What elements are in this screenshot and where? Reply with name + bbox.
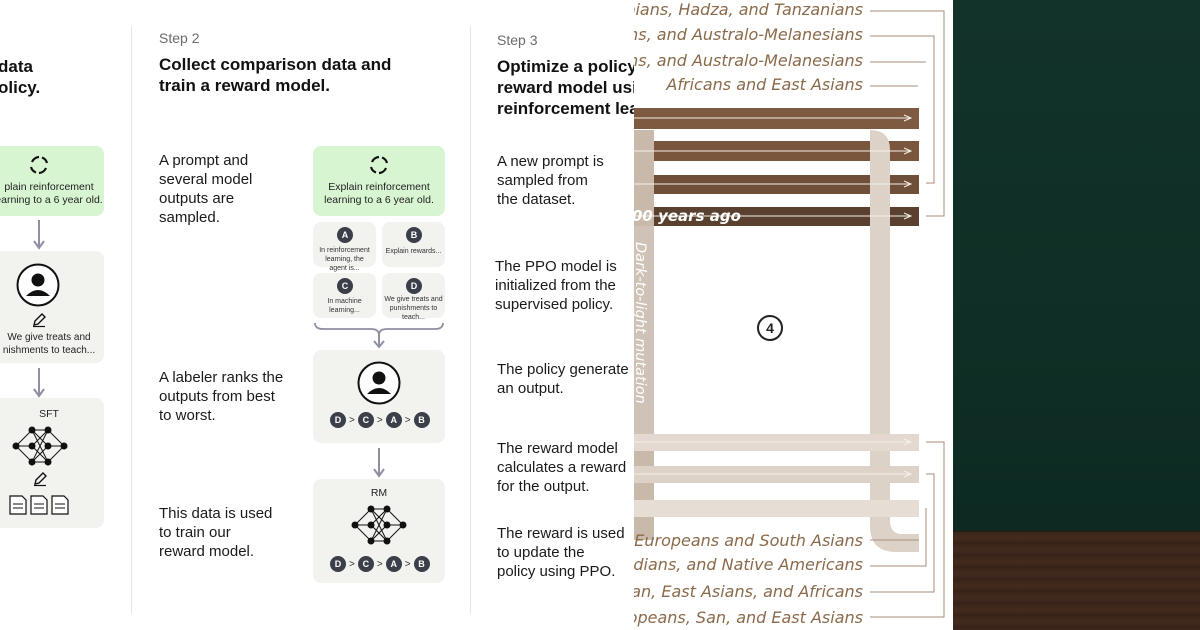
output-badge: B <box>406 227 422 243</box>
output-card-d: D We give treats and punishments to teac… <box>382 273 445 321</box>
output-text: We give treats and punishments to teach.… <box>384 296 443 321</box>
bracket-arrow-icon <box>314 322 444 349</box>
step3-desc-prompt: A new prompt is sampled from the dataset… <box>497 153 604 208</box>
dark-green-photo-panel <box>953 0 1200 630</box>
rank-separator: > <box>349 558 355 570</box>
step3-label: Step 3 <box>497 32 538 48</box>
neural-network-icon <box>12 426 68 466</box>
step2-labeler-box: D > C > A > B <box>313 350 445 443</box>
down-arrow-icon <box>33 368 45 398</box>
flow-bands <box>634 10 945 618</box>
output-badge: A <box>337 227 353 243</box>
step2-desc-train: This data is used to train our reward mo… <box>159 505 273 560</box>
wooden-floor <box>953 532 1200 630</box>
population-label-bottom-3: San, East Asians, and Africans <box>634 582 863 601</box>
step1-prompt-text: plain reinforcement earning to a 6 year … <box>0 181 103 206</box>
rank-badge: D <box>330 412 346 428</box>
step1-demo-text: We give treats and nishments to teach... <box>2 332 96 356</box>
refresh-icon <box>29 155 49 175</box>
rank-badge: C <box>357 556 374 572</box>
step1-sft-box: SFT <box>0 398 104 528</box>
population-label-top-3: ns, and Australo-Melanesians <box>634 51 863 70</box>
user-avatar-icon <box>16 263 60 307</box>
step2-title: Collect comparison data and train a rewa… <box>159 55 392 95</box>
rank-separator: > <box>376 414 383 426</box>
step2-desc-sample: A prompt and several model outputs are s… <box>159 152 253 226</box>
pencil-icon <box>34 472 47 487</box>
rank-badge: A <box>385 556 402 572</box>
population-label-bottom-1: Europeans and South Asians <box>634 531 863 550</box>
down-arrow-icon <box>373 448 385 478</box>
output-badge: C <box>337 278 353 294</box>
rank-separator: > <box>376 558 383 570</box>
step2-prompt-text: Explain reinforcement learning to a 6 ye… <box>324 181 434 206</box>
step2-prompt-box: Explain reinforcement learning to a 6 ye… <box>313 146 445 216</box>
population-label-top-1: pians, Hadza, and Tanzanians <box>634 0 863 19</box>
output-text: In machine learning... <box>327 298 362 314</box>
population-label-bottom-4: ropeans, San, and East Asians <box>634 608 863 627</box>
step3-desc-update: The reward is used to update the policy … <box>497 525 625 580</box>
step2-label: Step 2 <box>159 30 200 46</box>
rank-badge: A <box>385 412 402 428</box>
step1-labeler-box: We give treats and nishments to teach... <box>0 251 104 363</box>
population-label-top-2: ns, and Australo-Melanesians <box>634 25 863 44</box>
user-avatar-icon <box>357 361 401 405</box>
rank-badge: B <box>413 412 430 428</box>
pencil-icon <box>33 313 46 328</box>
column-divider-1 <box>131 26 132 614</box>
column-divider-2 <box>470 26 471 614</box>
output-card-b: B Explain rewards... <box>382 222 445 267</box>
migration-chart-panel: pians, Hadza, and Tanzanians ns, and Aus… <box>634 0 953 630</box>
rank-separator: > <box>349 414 355 426</box>
rank-separator: > <box>404 414 411 426</box>
step-marker: 4 <box>757 315 783 341</box>
step3-desc-generate: The policy generate an output. <box>497 361 629 397</box>
rank-badge: B <box>413 556 430 572</box>
step1-prompt-box: plain reinforcement earning to a 6 year … <box>0 146 104 216</box>
mutation-label-right: Dark-to-light mutation <box>890 242 906 404</box>
rm-label: RM <box>370 487 388 499</box>
mutation-label-left: Dark-to-light mutation <box>634 242 648 404</box>
ranking-row: D > C > A > B <box>330 556 430 572</box>
years-ago-label: 00 years ago <box>634 207 741 225</box>
neural-network-icon <box>351 505 407 545</box>
output-card-c: C In machine learning... <box>313 273 376 318</box>
rank-badge: C <box>357 412 374 428</box>
step2-desc-rank: A labeler ranks the outputs from best to… <box>159 369 284 424</box>
refresh-icon <box>369 155 389 175</box>
step1-title: data olicy. <box>0 57 41 97</box>
step3-title: Optimize a policy reward model usi reinf… <box>497 57 634 118</box>
output-badge: D <box>406 278 422 294</box>
population-label-top-4: Africans and East Asians <box>666 75 863 94</box>
rlhf-steps-panel: data olicy. plain reinforcement earning … <box>0 26 634 614</box>
output-card-a: A In reinforcement learning, the agent i… <box>313 222 376 272</box>
down-arrow-icon <box>33 220 45 250</box>
sft-label: SFT <box>39 408 59 420</box>
output-text: Explain rewards... <box>385 248 442 255</box>
ranking-row: D > C > A > B <box>330 412 430 428</box>
rank-badge: D <box>330 556 346 572</box>
documents-icon <box>9 495 69 515</box>
step3-desc-reward: The reward model calculates a reward for… <box>497 440 627 495</box>
rank-separator: > <box>404 558 411 570</box>
output-text: In reinforcement learning, the agent is.… <box>319 247 370 272</box>
population-label-bottom-2: ndians, and Native Americans <box>634 555 863 574</box>
step2-rm-box: RM D > C > A > B <box>313 479 445 583</box>
step3-desc-init: The PPO model is initialized from the su… <box>495 258 617 313</box>
